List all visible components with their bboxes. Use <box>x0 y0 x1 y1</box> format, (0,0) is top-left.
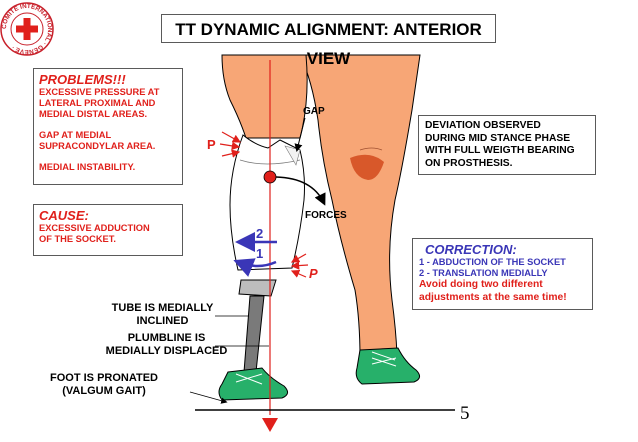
deviation-line-4: ON PROSTHESIS. <box>425 157 513 169</box>
pivot-dot <box>263 170 277 184</box>
pressure-arrows-lower <box>290 253 309 278</box>
cause-heading: CAUSE: <box>39 208 89 223</box>
foot-label-line-1: FOOT IS PRONATED <box>50 372 158 384</box>
residual-limb <box>221 54 308 139</box>
plumb-label: PLUMBLINE IS MEDIALLY DISPLACED <box>99 332 234 358</box>
sound-leg <box>299 54 421 385</box>
problems-line-2: LATERAL PROXIMAL AND <box>39 98 156 108</box>
prosthetic-socket <box>229 134 305 271</box>
plumb-label-line-1: PLUMBLINE IS <box>127 332 206 344</box>
problems-line-1: EXCESSIVE PRESSURE AT <box>39 87 160 97</box>
right-shoe <box>355 347 420 385</box>
foot-label: FOOT IS PRONATED (VALGUM GAIT) <box>42 372 166 398</box>
problems-heading: PROBLEMS!!! <box>39 72 126 87</box>
abduction-arrow <box>233 258 277 277</box>
arrow-label-2: 2 <box>256 226 264 241</box>
icrc-logo: COMITE INTERNATIONAL · GENEVE · <box>0 2 54 56</box>
gap-pointer <box>294 117 306 152</box>
pressure-label-upper: P <box>207 137 216 152</box>
deviation-line-3: WITH FULL WEIGTH BEARING <box>425 145 575 156</box>
deviation-line-1: DEVIATION OBSERVED <box>425 120 541 131</box>
correction-note-2: adjustments at the same time! <box>419 291 567 303</box>
forces-label: FORCES <box>305 210 347 221</box>
tube-label-line-2: INCLINED <box>136 315 189 327</box>
problems-line-4: GAP AT MEDIAL <box>39 130 112 140</box>
gap-label: GAP <box>303 106 325 117</box>
page-title: TT DYNAMIC ALIGNMENT: ANTERIOR VIEW <box>161 14 496 68</box>
left-shoe <box>218 367 288 401</box>
problems-box: PROBLEMS!!! EXCESSIVE PRESSURE AT LATERA… <box>33 68 183 185</box>
problems-line-6: MEDIAL INSTABILITY. <box>39 162 136 172</box>
plumb-label-line-2: MEDIALLY DISPLACED <box>105 345 228 357</box>
page-number: 5 <box>460 403 470 424</box>
correction-item-2: 2 - TRANSLATION MEDIALLY <box>419 268 548 278</box>
pressure-label-lower: P <box>309 266 318 281</box>
deviation-line-2: DURING MID STANCE PHASE <box>425 132 571 144</box>
plumb-arrow-icon <box>262 418 278 432</box>
correction-box: CORRECTION: 1 - ABDUCTION OF THE SOCKET … <box>412 238 593 310</box>
correction-note-1: Avoid doing two different <box>419 279 543 290</box>
tube-label: TUBE IS MEDIALLY INCLINED <box>110 302 215 328</box>
cause-line-1: EXCESSIVE ADDUCTION <box>39 223 150 233</box>
pylon-tube <box>238 279 277 373</box>
foot-label-line-2: (VALGUM GAIT) <box>62 385 146 397</box>
problems-line-5: SUPRACONDYLAR AREA. <box>39 141 156 151</box>
arrow-label-1: 1 <box>256 246 264 261</box>
correction-item-1: 1 - ABDUCTION OF THE SOCKET <box>419 257 566 267</box>
kneecap <box>350 154 384 180</box>
problems-line-3: MEDIAL DISTAL AREAS. <box>39 109 148 119</box>
pressure-arrows-upper <box>219 131 242 158</box>
correction-heading: CORRECTION: <box>425 242 517 257</box>
cause-box: CAUSE: EXCESSIVE ADDUCTION OF THE SOCKET… <box>33 204 183 256</box>
foot-pointer <box>189 391 228 404</box>
deviation-box: DEVIATION OBSERVED DURING MID STANCE PHA… <box>418 115 596 175</box>
tube-label-line-1: TUBE IS MEDIALLY <box>111 302 214 314</box>
force-arrow <box>275 176 326 206</box>
cause-line-2: OF THE SOCKET. <box>39 234 116 244</box>
